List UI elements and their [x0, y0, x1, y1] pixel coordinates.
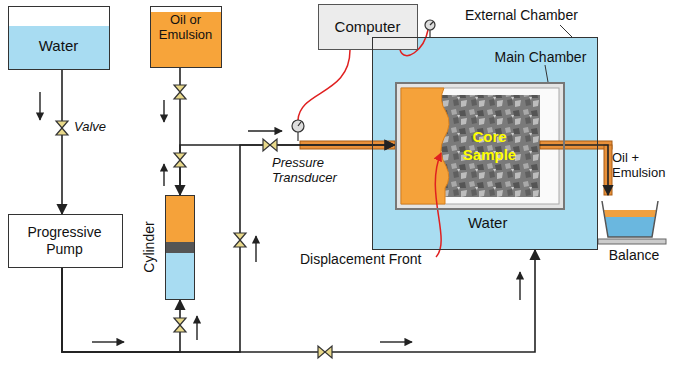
- computer-wire: [298, 50, 350, 120]
- valve-symbol: [174, 153, 186, 167]
- external-chamber-water: [372, 37, 598, 250]
- valve-symbol: [318, 346, 332, 358]
- node-label: Main Chamber: [495, 49, 587, 65]
- balance-plate: [598, 239, 666, 244]
- transducer-label: Pressure Transducer: [272, 156, 362, 186]
- front-label: Displacement Front: [300, 251, 421, 267]
- oil-displacement-front: [401, 88, 449, 204]
- valve-symbol: [263, 139, 277, 151]
- cylinder: Cylinder: [165, 195, 195, 300]
- valve-symbol: [174, 85, 186, 99]
- valve-label: Valve: [74, 120, 106, 135]
- core-sample: Core Sample: [440, 95, 540, 197]
- flow-arrow: [163, 164, 164, 186]
- pressure-gauge: [429, 30, 430, 37]
- outlet-label: Oil + Emulsion: [612, 151, 672, 181]
- node-label: Balance: [609, 247, 660, 263]
- pressure-gauge: [298, 122, 301, 126]
- valve-symbol: [234, 233, 246, 247]
- oil-displacement-front: [401, 88, 449, 204]
- flow-arrow: [255, 236, 256, 262]
- node-label: Progressive Pump: [17, 224, 113, 256]
- flow-arrow: [39, 92, 40, 120]
- node-label: Cylinder: [141, 221, 157, 272]
- pressure-gauge: [425, 20, 435, 30]
- leader-line: [560, 25, 572, 37]
- balance: Balance: [598, 195, 670, 265]
- flow-arrow: [248, 130, 282, 131]
- main-chamber: Core SampleMain Chamber: [395, 82, 565, 210]
- node-label: Computer: [335, 18, 401, 35]
- pipe-connector: [62, 268, 180, 352]
- computer-box: Computer: [318, 4, 418, 50]
- flow-arrow: [380, 341, 412, 342]
- flow-arrow: [163, 100, 164, 122]
- external-chamber: Core SampleMain ChamberExternal ChamberW…: [372, 37, 598, 250]
- outlet-tube: [540, 141, 612, 195]
- main-chamber-wall: [401, 88, 559, 204]
- node-label: Water: [39, 37, 78, 54]
- flow-arrow: [519, 272, 520, 300]
- node-label: External Chamber: [465, 7, 578, 23]
- core-rock-texture: [440, 95, 540, 197]
- displacement-leader: [435, 153, 441, 257]
- displacement-leader: [435, 153, 441, 257]
- leader-line: [545, 65, 548, 82]
- node-label: Water: [468, 214, 507, 231]
- flow-arrow: [92, 341, 124, 342]
- water-tank: Water: [8, 6, 110, 70]
- beaker-oil: [604, 210, 656, 217]
- valve-symbol: [56, 121, 68, 135]
- pressure-gauge: [292, 120, 304, 132]
- pipe-connector: [180, 145, 395, 195]
- external-chamber-water: [372, 37, 598, 250]
- pipe-connector: [62, 250, 535, 352]
- pipe-connector: [61, 70, 63, 214]
- progressive-pump: Progressive Pump: [8, 214, 123, 268]
- core-rock-texture: [440, 95, 540, 197]
- flow-arrow: [196, 316, 197, 340]
- node-label: Oil or Emulsion: [155, 13, 217, 43]
- beaker-outline: [602, 201, 658, 237]
- node-label: Core Sample: [460, 128, 520, 163]
- beaker-water: [605, 217, 655, 237]
- pressure-gauge: [430, 22, 433, 25]
- valve-symbol: [174, 318, 186, 332]
- pressure-gauge: [297, 132, 298, 141]
- oil-tank: Oil or Emulsion: [150, 6, 222, 68]
